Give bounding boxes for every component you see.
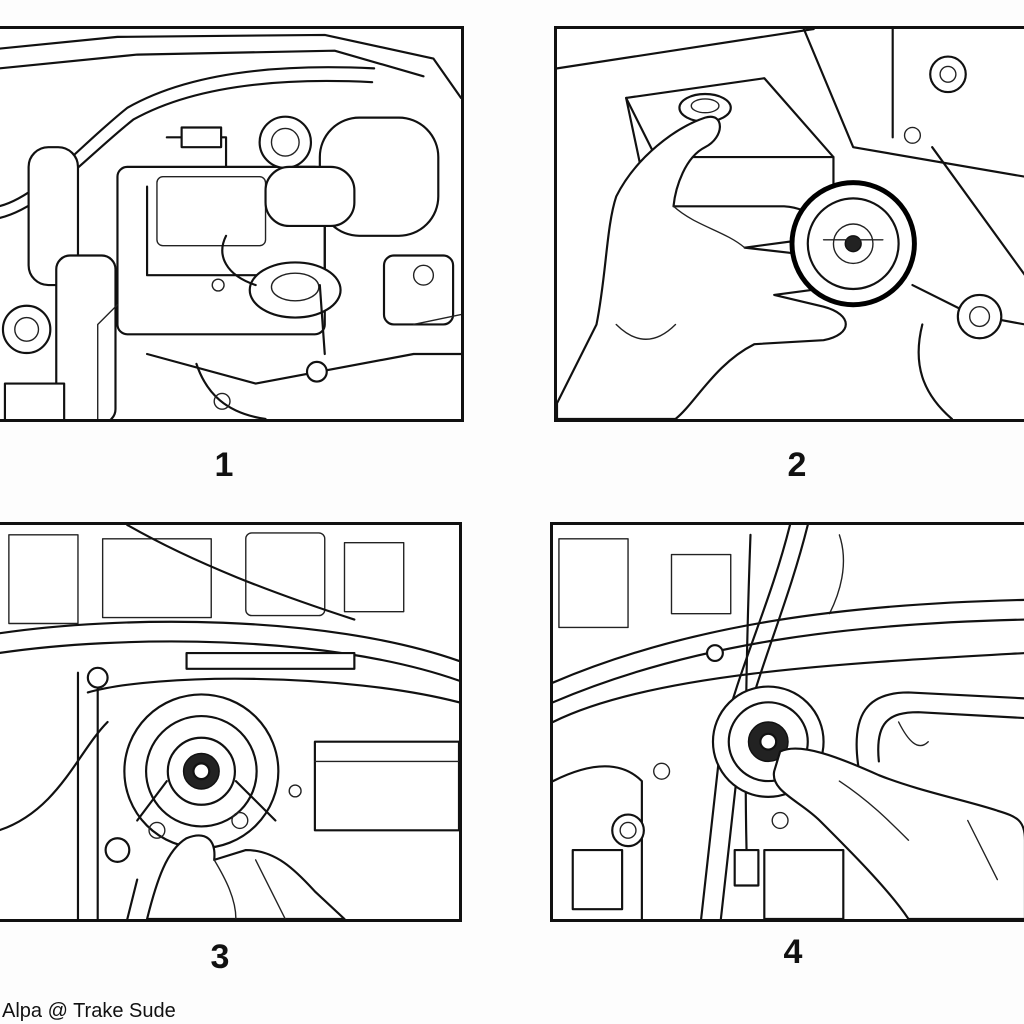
- step-2-number: 2: [787, 446, 807, 484]
- step-2-panel: [554, 26, 1024, 422]
- step-1-panel: [0, 26, 464, 422]
- hand-on-socket-icon: [553, 525, 1024, 919]
- hand-on-socket-icon: [0, 525, 459, 919]
- credit-caption: Alpa @ Trake Sude: [2, 1000, 176, 1022]
- step-3-number: 3: [210, 938, 230, 976]
- engine-bay-icon: [0, 33, 461, 419]
- hand-holding-part-icon: [557, 29, 1024, 419]
- step-4-panel: [550, 522, 1024, 922]
- step-3-panel: [0, 522, 462, 922]
- step-1-number: 1: [214, 446, 234, 484]
- step-4-number: 4: [783, 933, 803, 971]
